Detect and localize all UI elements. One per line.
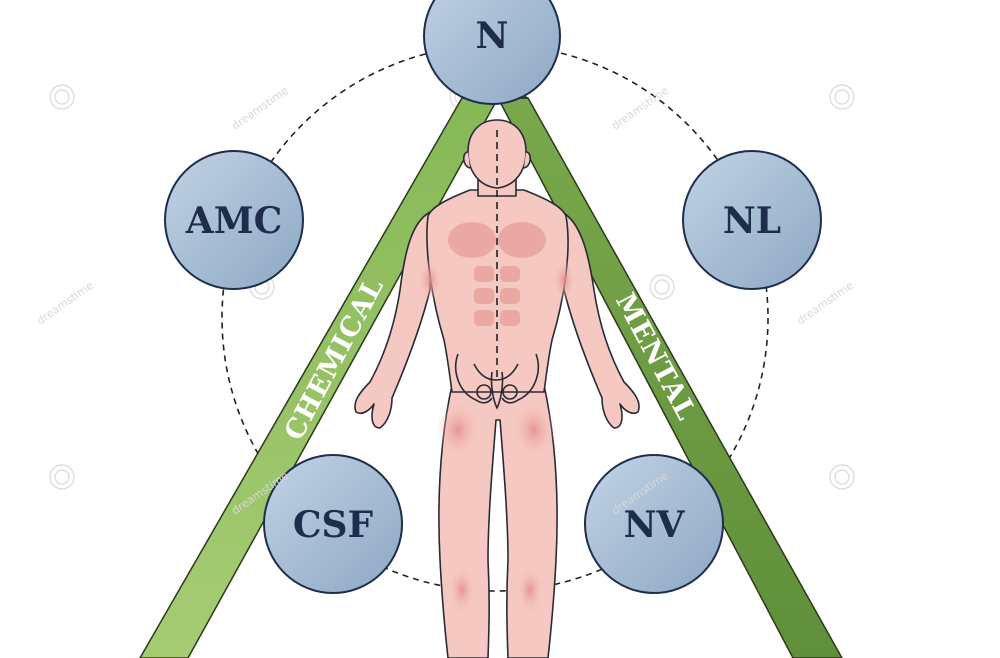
node-n-label: N [476, 15, 509, 57]
watermark-text: dreamstime [794, 279, 856, 328]
node-nl-label: NL [723, 200, 781, 242]
node-nl: NL [682, 150, 822, 290]
watermark-text: dreamstime [229, 84, 291, 133]
human-body-figure [354, 119, 640, 658]
pelvis-icon [454, 353, 540, 410]
connection-circle [221, 44, 769, 592]
node-amc-label: AMC [185, 200, 282, 242]
node-csf-label: CSF [293, 504, 374, 546]
node-nv: NV [584, 454, 724, 594]
node-nv-label: NV [624, 504, 686, 546]
node-csf: CSF [263, 454, 403, 594]
watermark-text: dreamstime [609, 84, 671, 133]
watermark-text: dreamstime [34, 279, 96, 328]
node-amc: AMC [164, 150, 304, 290]
muscle-highlights [418, 222, 576, 616]
node-n: N [423, 0, 561, 105]
